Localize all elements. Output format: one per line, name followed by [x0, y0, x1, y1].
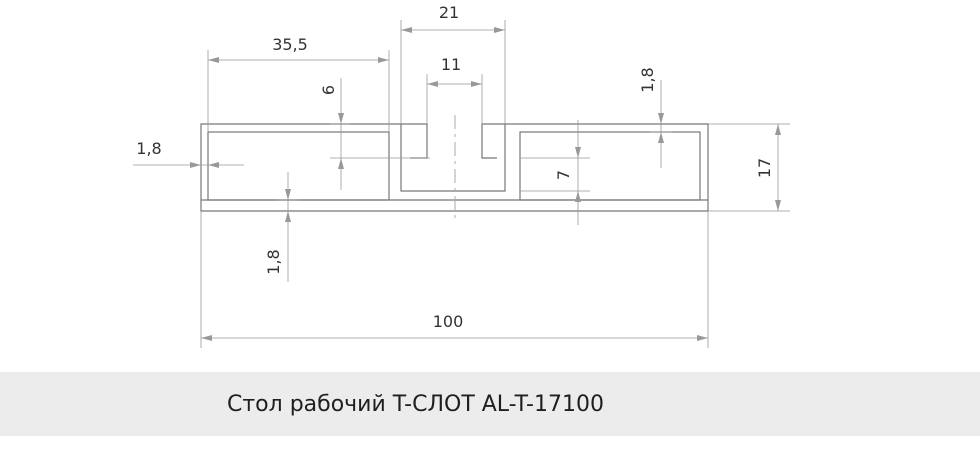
outer-contour: [200, 123, 709, 212]
dimension-lines: [133, 20, 790, 348]
dim-total-height: 17: [755, 158, 774, 178]
dim-slot-outer-width: 21: [439, 3, 459, 22]
product-caption: Стол рабочий T-СЛОТ AL-T-17100: [227, 392, 604, 417]
dim-flange-height: 6: [319, 85, 338, 95]
dimension-labels: 100 35,5 21 11 6 1,8 1,8 1,8 7 17: [136, 3, 774, 331]
left-flange: [401, 123, 428, 159]
right-cell: [519, 131, 701, 201]
caption-bar: Стол рабочий T-СЛОТ AL-T-17100: [0, 372, 980, 436]
dim-right-wall-thickness: 1,8: [638, 67, 657, 92]
profile-drawing: 100 35,5 21 11 6 1,8 1,8 1,8 7 17: [133, 3, 790, 348]
dim-overall-width: 100: [433, 312, 464, 331]
dimension-arrows: [190, 27, 781, 341]
right-flange: [481, 123, 505, 159]
profile-outline: [200, 123, 709, 212]
dim-cell-height: 7: [554, 170, 573, 180]
dim-slot-neck-width: 11: [441, 55, 461, 74]
dim-bottom-wall-thickness: 1,8: [264, 249, 283, 274]
dim-left-wall-thickness: 1,8: [136, 139, 161, 158]
dim-left-cell-width: 35,5: [272, 35, 308, 54]
left-cell: [207, 131, 390, 201]
t-slot-contour: [400, 124, 506, 192]
